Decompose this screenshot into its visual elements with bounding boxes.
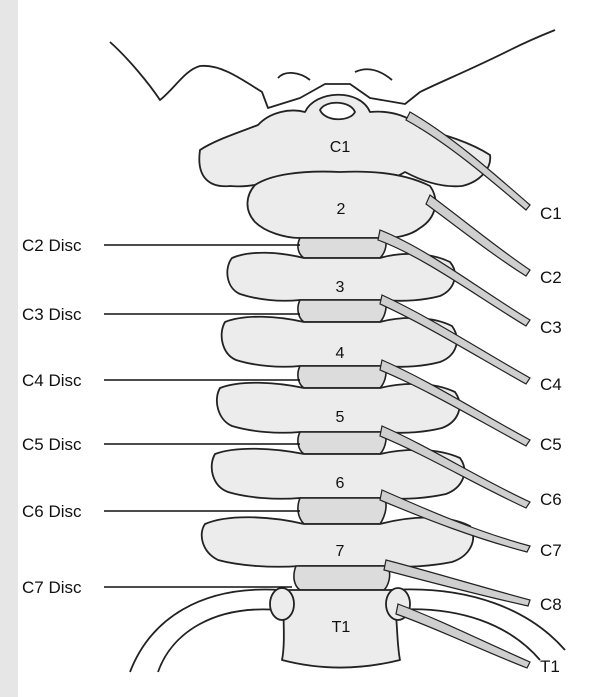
nerve-label-t1: T1: [540, 657, 560, 676]
vertebra-label-c1: C1: [330, 139, 351, 156]
nerve-label-c5: C5: [540, 435, 562, 454]
vertebra-label-6: 6: [336, 475, 345, 492]
c1-dens: [320, 103, 355, 120]
disc-label-c2: C2 Disc: [22, 236, 82, 255]
nerve-label-c8: C8: [540, 595, 562, 614]
vertebra-label-2: 2: [337, 201, 346, 218]
disc-label-c4: C4 Disc: [22, 371, 82, 390]
nerve-label-c3: C3: [540, 318, 562, 337]
vertebra-label-5: 5: [336, 409, 345, 426]
vertebra-label-3: 3: [336, 279, 345, 296]
nerve-label-c1: C1: [540, 204, 562, 223]
disc-c6: [298, 498, 386, 524]
nerve-label-c7: C7: [540, 541, 562, 560]
skull-foramen-left: [278, 73, 310, 80]
disc-label-c3: C3 Disc: [22, 305, 82, 324]
vertebra-label-t1: T1: [332, 619, 351, 636]
nerve-label-c4: C4: [540, 375, 562, 394]
nerve-label-c6: C6: [540, 490, 562, 509]
disc-c3: [298, 300, 386, 322]
skull-foramen-right: [355, 69, 392, 80]
page-edge-shadow: [0, 0, 18, 697]
disc-c7: [294, 566, 390, 590]
vertebra-label-7: 7: [336, 543, 345, 560]
nerve-label-c2: C2: [540, 268, 562, 287]
vertebra-label-4: 4: [336, 345, 345, 362]
rib-left: [130, 590, 280, 672]
disc-c5: [298, 432, 386, 454]
t1-left-tubercle: [270, 588, 294, 620]
disc-label-c5: C5 Disc: [22, 435, 82, 454]
nerve-root-t1: [396, 604, 530, 668]
disc-label-c6: C6 Disc: [22, 502, 82, 521]
disc-c2: [298, 238, 386, 258]
disc-label-c7: C7 Disc: [22, 578, 82, 597]
disc-c4: [298, 366, 386, 388]
rib-left-inner: [158, 609, 278, 672]
